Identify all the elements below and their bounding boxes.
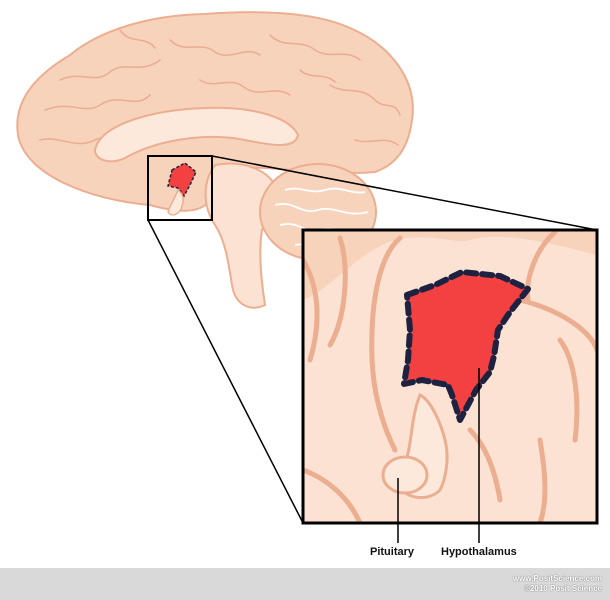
hypothalamus-small-highlight: [167, 162, 197, 198]
hypothalamus-highlight: [401, 269, 531, 423]
zoomed-panel: [301, 228, 599, 525]
pituitary-label: Pituitary: [370, 546, 415, 558]
zoom-connector-lines: [147, 155, 598, 524]
zoom-source-box: [147, 155, 213, 221]
gyri-lines: [39, 29, 401, 146]
hypothalamus-label: Hypothalamus: [441, 546, 517, 558]
brain-illustration: [16, 11, 414, 309]
label-leaders: [397, 368, 480, 543]
corpus-callosum: [93, 106, 300, 163]
footer-copyright: ©2010 Posit Science: [524, 584, 602, 593]
pituitary-gland: [381, 455, 429, 495]
footer-url: www.PositScience.com: [512, 574, 602, 583]
footer-bar: www.PositScience.com ©2010 Posit Science: [0, 568, 610, 600]
pituitary-small: [167, 188, 184, 216]
